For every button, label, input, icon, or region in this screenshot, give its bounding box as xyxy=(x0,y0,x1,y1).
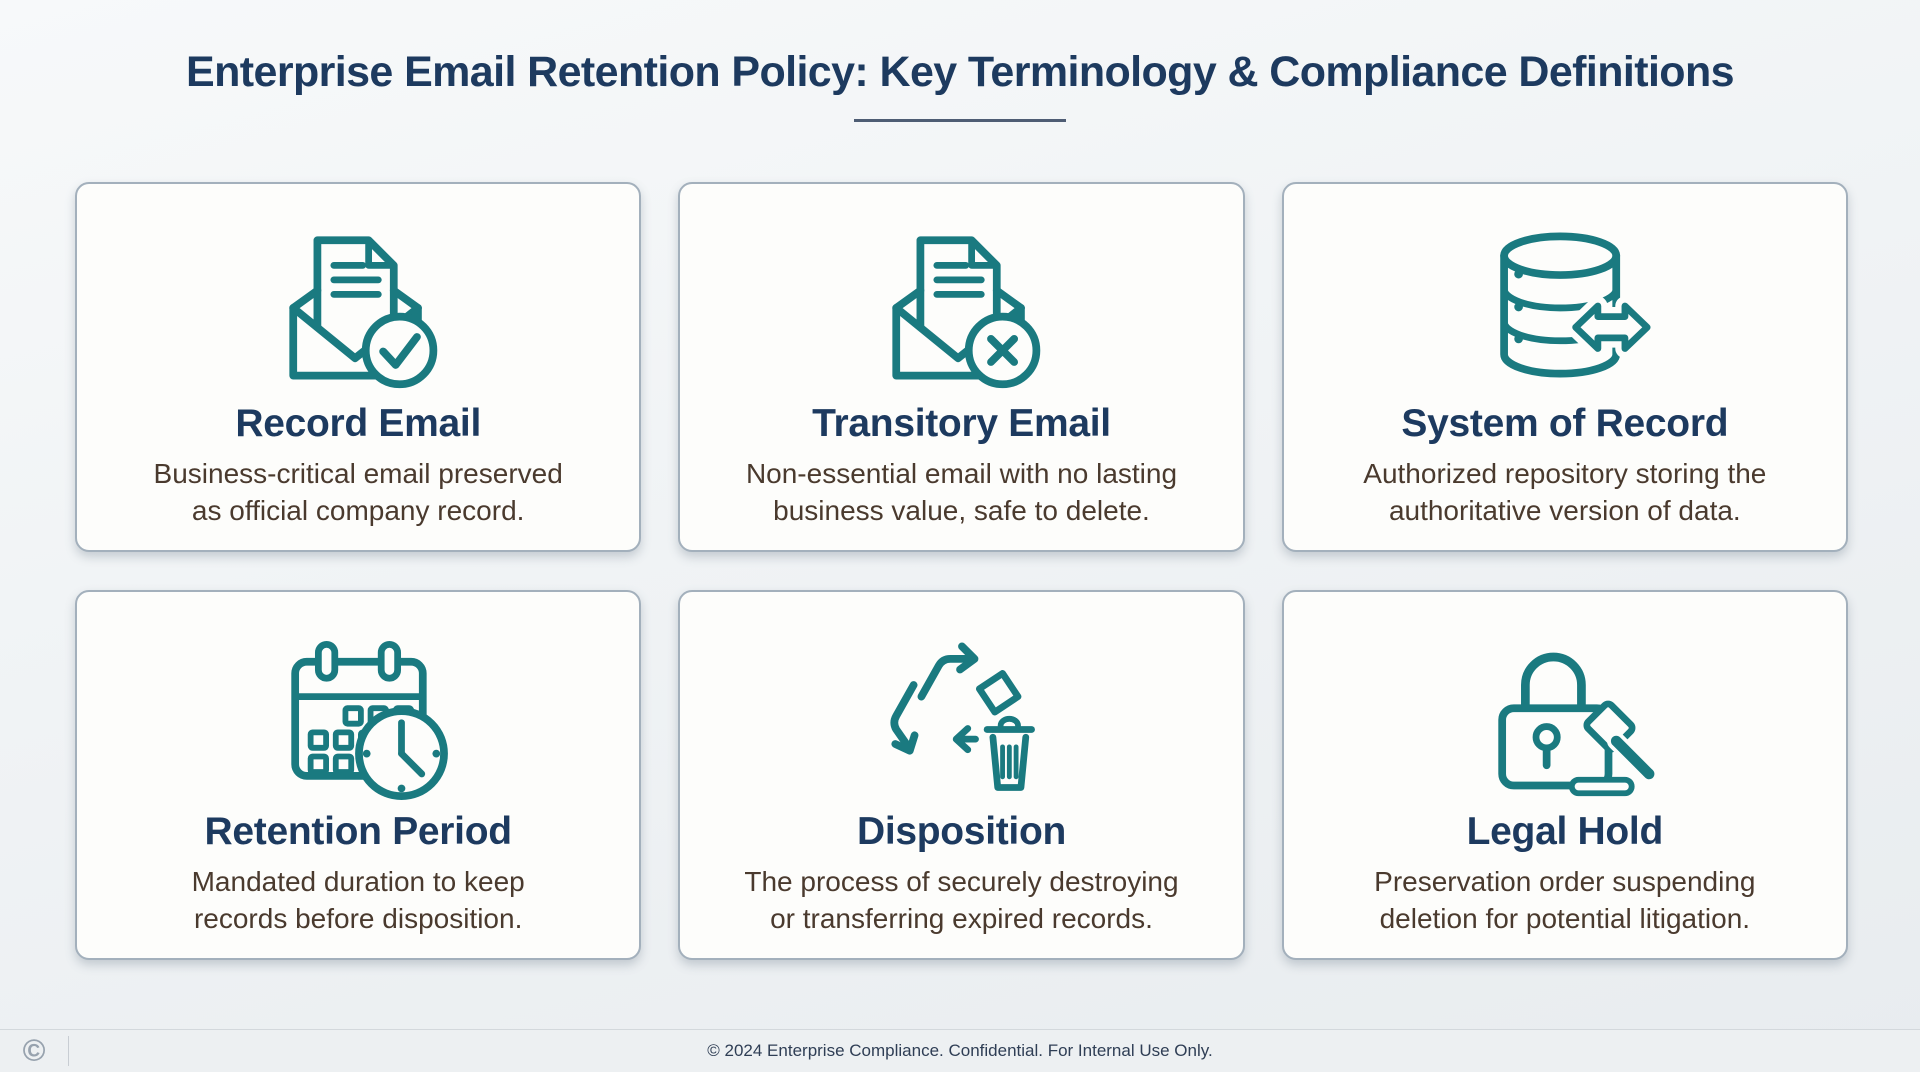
card-description: The process of securely destroying or tr… xyxy=(744,866,1179,934)
recycle-trash-icon xyxy=(855,626,1067,802)
footer-bar: © © 2024 Enterprise Compliance. Confiden… xyxy=(0,1029,1920,1072)
card-title: Disposition xyxy=(856,810,1066,853)
footer-divider xyxy=(68,1036,69,1066)
card-description: Non-essential email with no lasting busi… xyxy=(745,458,1178,526)
card-transitory-email: Transitory Email Non-essential email wit… xyxy=(678,182,1245,552)
card-title: Transitory Email xyxy=(812,402,1111,445)
card-title: Legal Hold xyxy=(1466,810,1664,853)
brand-logo: © xyxy=(22,1033,46,1068)
lock-gavel-icon xyxy=(1459,626,1671,802)
page-title: Enterprise Email Retention Policy: Key T… xyxy=(186,48,1734,96)
card-title: Record Email xyxy=(235,402,481,445)
card-description: Mandated duration to keep records before… xyxy=(191,866,525,934)
card-description: Authorized repository storing the author… xyxy=(1363,458,1767,526)
card-description: Business-critical email preserved as off… xyxy=(153,458,563,526)
calendar-clock-icon xyxy=(252,626,464,802)
footer-text: © 2024 Enterprise Compliance. Confidenti… xyxy=(707,1041,1213,1060)
card-retention-period: Retention Period Mandated duration to ke… xyxy=(75,590,642,960)
envelope-document-x-icon xyxy=(855,218,1067,394)
card-title: Retention Period xyxy=(204,810,513,853)
card-title: System of Record xyxy=(1401,402,1729,445)
card-disposition: Disposition The process of securely dest… xyxy=(678,590,1245,960)
card-legal-hold: Legal Hold Preservation order suspending… xyxy=(1281,590,1848,960)
database-sync-icon xyxy=(1459,218,1671,394)
definition-card-grid: Record Email Business-critical email pre… xyxy=(75,182,1848,960)
envelope-document-check-icon xyxy=(252,218,464,394)
card-system-of-record: System of Record Authorized repository s… xyxy=(1281,182,1848,552)
title-underline xyxy=(854,119,1066,122)
card-description: Preservation order suspending deletion f… xyxy=(1374,866,1756,934)
card-record-email: Record Email Business-critical email pre… xyxy=(75,182,642,552)
page-header: Enterprise Email Retention Policy: Key T… xyxy=(0,0,1920,122)
